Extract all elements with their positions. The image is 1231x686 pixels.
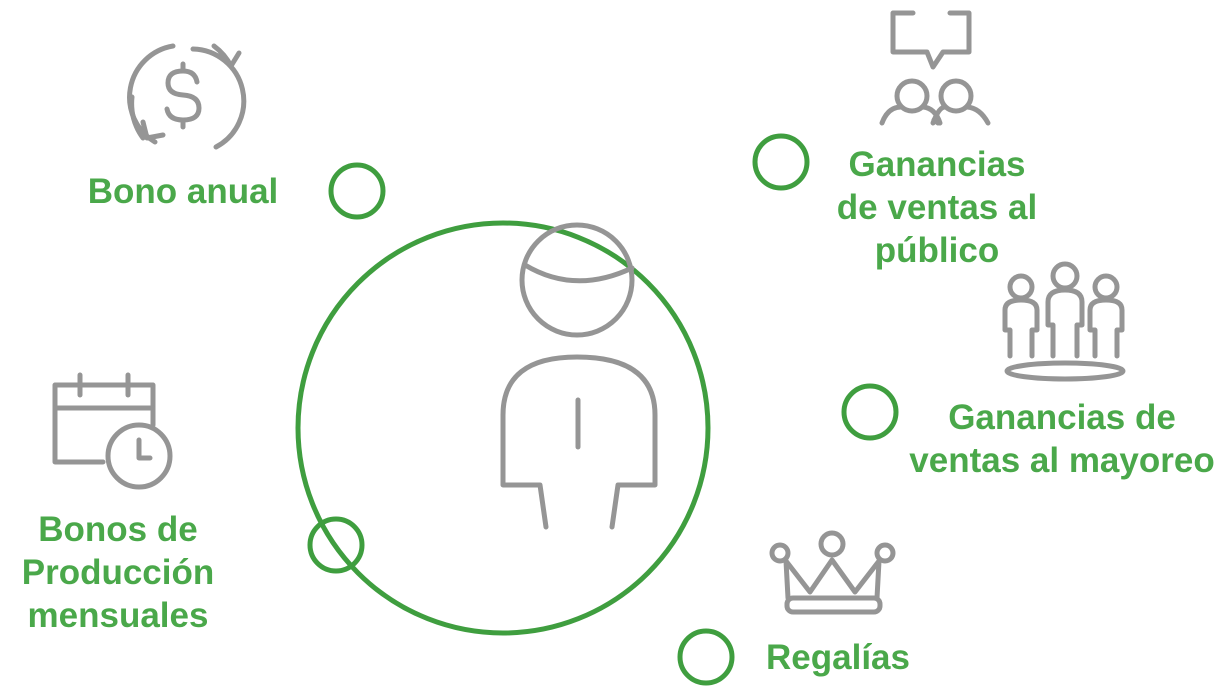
- group-people-icon: [1002, 261, 1126, 382]
- label-line: público: [874, 231, 1000, 270]
- speech-bubble-people-icon: [879, 10, 991, 126]
- central-ring: [295, 220, 711, 636]
- label-bono-anual: Bono anual: [58, 170, 308, 213]
- label-regalias: Regalías: [738, 636, 938, 679]
- person-icon: [500, 222, 658, 530]
- ganancias-mayoreo-ring: [841, 383, 899, 441]
- label-line: ventas al mayoreo: [909, 441, 1215, 480]
- label-line: Ganancias de: [948, 398, 1176, 437]
- label-ganancias-mayoreo: Ganancias de ventas al mayoreo: [896, 396, 1228, 482]
- label-line: de ventas al: [836, 188, 1038, 227]
- label-bonos-produccion: Bonos de Producción mensuales: [0, 508, 236, 637]
- ganancias-publico-ring: [752, 133, 810, 191]
- label-line: Regalías: [766, 638, 910, 677]
- label-line: Bono anual: [87, 172, 279, 211]
- bonos-produccion-ring: [307, 516, 365, 574]
- dollar-cycle-icon: [127, 43, 247, 150]
- label-line: Ganancias: [848, 145, 1026, 184]
- regalias-ring: [677, 628, 735, 686]
- bono-anual-ring: [328, 162, 386, 220]
- calendar-clock-icon: [52, 372, 173, 490]
- label-line: Producción: [21, 553, 215, 592]
- crown-icon: [769, 530, 896, 615]
- label-ganancias-publico: Ganancias de ventas al público: [812, 143, 1062, 272]
- label-line: Bonos de: [38, 510, 198, 549]
- label-line: mensuales: [27, 596, 209, 635]
